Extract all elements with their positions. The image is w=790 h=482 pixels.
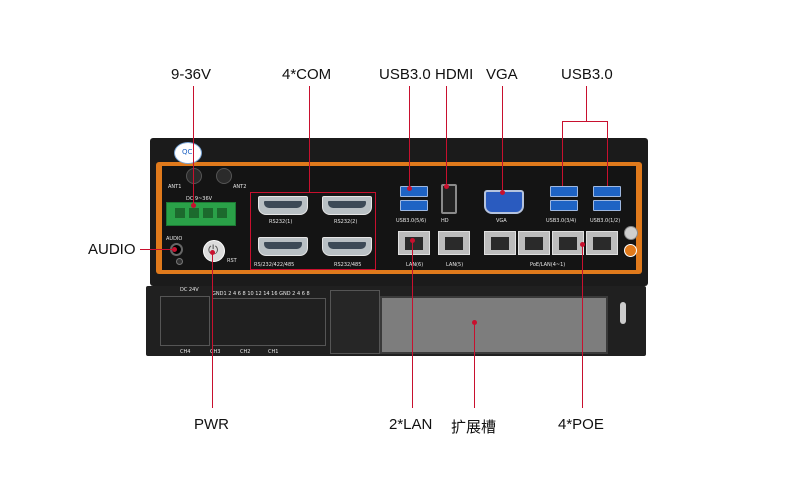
label-power-in: 9-36V [171, 66, 212, 83]
ch1-label: CH1 [268, 349, 279, 355]
callout-expansion [474, 322, 475, 408]
poe-port-3[interactable] [518, 231, 550, 255]
callout-dot-power-in [191, 203, 196, 208]
ground-icon [624, 244, 637, 257]
poe-port-1[interactable] [586, 231, 618, 255]
usb56-label: USB3.0(5/6) [396, 218, 427, 224]
label-hdmi: HDMI [435, 66, 474, 83]
rs232-2-label: RS232(2) [334, 219, 358, 225]
usb-port-2[interactable] [593, 200, 621, 211]
callout-com [309, 86, 310, 192]
callout-pwr [212, 252, 213, 408]
callout-usb-left [409, 86, 410, 188]
gpio-label: GND1 2 4 6 8 10 12 14 16 GND 2 4 6 8 [212, 291, 310, 297]
bottom-left-plate [160, 296, 210, 346]
ch4-label: CH4 [180, 349, 191, 355]
qc-text: QC [182, 148, 193, 156]
com-port-rs232-485[interactable] [322, 237, 372, 256]
ch2-label: CH2 [240, 349, 251, 355]
callout-lan [412, 240, 413, 408]
usb-port-6[interactable] [400, 200, 428, 211]
dc-terminal-block[interactable] [166, 202, 236, 226]
ant1-label: ANT1 [168, 184, 182, 190]
vga-port-label: VGA [496, 218, 507, 224]
ch3-label: CH3 [210, 349, 221, 355]
callout-dot-audio [172, 247, 177, 252]
callout-power-in [193, 86, 194, 206]
label-expansion: 扩展槽 [451, 419, 497, 436]
lan6-label: LAN(6) [406, 262, 424, 268]
callout-dot-poe [580, 242, 585, 247]
lan-port-5[interactable] [438, 231, 470, 255]
usb34-label: USB3.0(3/4) [546, 218, 577, 224]
antenna-1-connector [186, 168, 202, 184]
callout-usb-right-a [562, 121, 563, 186]
poe-port-4[interactable] [484, 231, 516, 255]
callout-dot-usb-left [407, 186, 412, 191]
gpio-connector-area [212, 298, 326, 346]
com-port-rs232-2[interactable] [322, 196, 372, 215]
antenna-2-connector [216, 168, 232, 184]
callout-dot-hdmi [444, 184, 449, 189]
poe-port-label: PoE/LAN(4~1) [530, 262, 566, 268]
rs485-label: RS232/485 [334, 262, 362, 268]
poe-port-2[interactable] [552, 231, 584, 255]
slot-bracket [330, 290, 380, 354]
lan5-label: LAN(5) [446, 262, 464, 268]
label-usb-left: USB3.0 [379, 66, 431, 83]
usb-port-5[interactable] [400, 186, 428, 197]
dc-label: DC 9~36V [186, 196, 213, 202]
qc-sticker: QC [174, 142, 202, 164]
power-icon: ⏻ [208, 242, 218, 258]
label-poe: 4*POE [558, 416, 604, 433]
rs232-422-485-label: RS/232/422/485 [254, 262, 295, 268]
ground-screw [624, 226, 638, 240]
label-com: 4*COM [282, 66, 332, 83]
label-vga: VGA [486, 66, 518, 83]
com-port-rs232-1[interactable] [258, 196, 308, 215]
expansion-slot[interactable] [380, 296, 608, 354]
callout-hdmi [446, 86, 447, 186]
label-audio: AUDIO [88, 241, 136, 258]
hdmi-port[interactable] [441, 184, 457, 214]
callout-dot-vga [500, 190, 505, 195]
ant2-label: ANT2 [233, 184, 247, 190]
usb-port-4[interactable] [550, 200, 578, 211]
callout-dot-pwr [210, 250, 215, 255]
bottom-dc-label: DC 24V [180, 287, 199, 293]
callout-audio [140, 249, 174, 250]
hd-label: HD [441, 218, 449, 224]
usb-port-1[interactable] [593, 186, 621, 197]
rs232-1-label: RS232(1) [269, 219, 293, 225]
usb12-label: USB3.0(1/2) [590, 218, 621, 224]
usb-port-3[interactable] [550, 186, 578, 197]
label-pwr: PWR [194, 416, 229, 433]
reset-button[interactable] [176, 258, 183, 265]
callout-usb-right [586, 86, 587, 122]
com-highlight-box [250, 192, 376, 270]
callout-usb-right-b [607, 121, 608, 186]
callout-usb-right-bar [562, 121, 608, 122]
vent-slot [620, 302, 626, 324]
callout-vga [502, 86, 503, 192]
label-lan: 2*LAN [389, 416, 433, 433]
label-usb-right: USB3.0 [561, 66, 613, 83]
callout-poe [582, 244, 583, 408]
rst-label: RST [227, 258, 237, 264]
callout-dot-expansion [472, 320, 477, 325]
callout-dot-lan [410, 238, 415, 243]
audio-port-label: AUDIO [166, 236, 183, 242]
lan-port-6[interactable] [398, 231, 430, 255]
com-port-rs232-422-485[interactable] [258, 237, 308, 256]
